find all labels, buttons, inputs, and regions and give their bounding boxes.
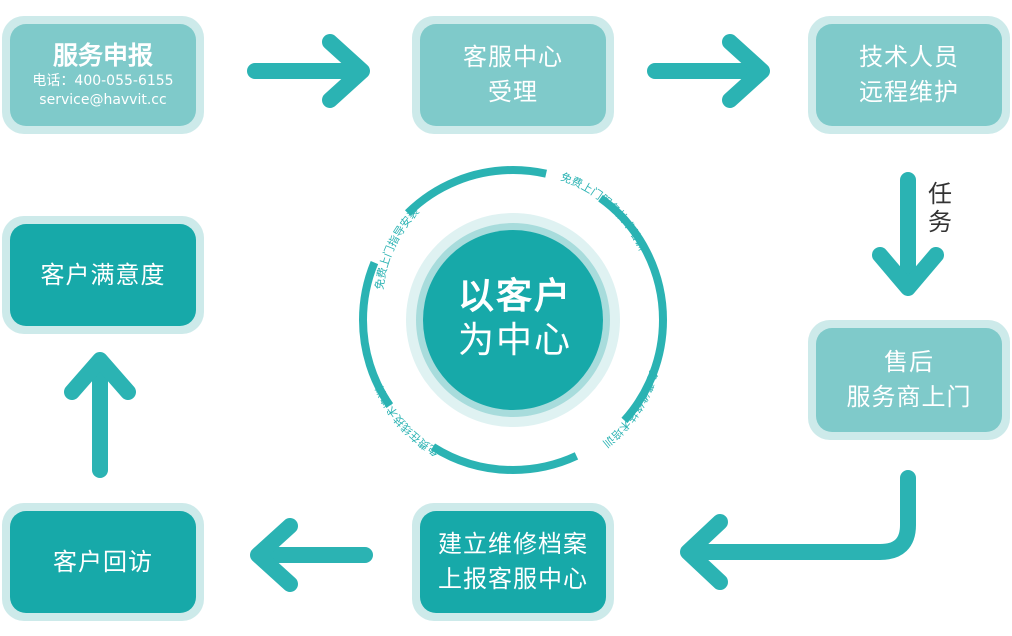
service-report-title: 服务申报 [52,41,153,70]
arrow-right-2 [647,34,770,108]
tech-staff-line2: 远程维护 [859,78,959,106]
node-cs-center: 客服中心 受理 [412,16,614,134]
node-return-visit: 客户回访 [2,503,204,621]
service-phone: 电话：400-055-6155 [32,73,174,89]
arrow-right-1 [247,34,370,108]
center-label: 以客户 为中心 [420,275,610,363]
node-satisfaction: 客户满意度 [2,216,204,334]
ring-text-bottom-left: 免费在线技术培训 [373,384,441,459]
after-sales-line1: 售后 [884,348,934,376]
node-after-sales: 售后 服务商上门 [808,320,1010,440]
arrow-left [250,518,373,592]
task-label: 任 务 [925,180,955,236]
tech-staff-line1: 技术人员 [859,43,959,71]
archive-line2: 上报客服中心 [438,565,588,593]
arrow-up [64,352,136,478]
node-archive: 建立维修档案 上报客服中心 [412,503,614,621]
node-service-report: 服务申报 电话：400-055-6155 service@havvit.cc [2,16,204,134]
ring-text-top-left: 免费上门指导安装 [372,205,422,290]
center-line2: 为中心 [457,320,572,361]
arrow-elbow-left [680,470,916,590]
task-char-1: 任 [928,180,952,208]
cs-center-line2: 受理 [488,78,538,106]
cs-center-line1: 客服中心 [463,43,563,71]
node-tech-staff: 技术人员 远程维护 [808,16,1010,134]
archive-line1: 建立维修档案 [438,530,588,558]
after-sales-line2: 服务商上门 [846,383,972,411]
ring-text-bottom-right: 免费维修技术培训 [600,369,660,450]
return-visit-line1: 客户回访 [53,547,153,576]
satisfaction-line1: 客户满意度 [40,260,166,289]
task-char-2: 务 [928,208,952,236]
center-ring [359,166,667,474]
center-line1: 以客户 [457,276,572,317]
service-email: service@havvit.cc [39,92,167,108]
arrow-down [872,172,944,296]
